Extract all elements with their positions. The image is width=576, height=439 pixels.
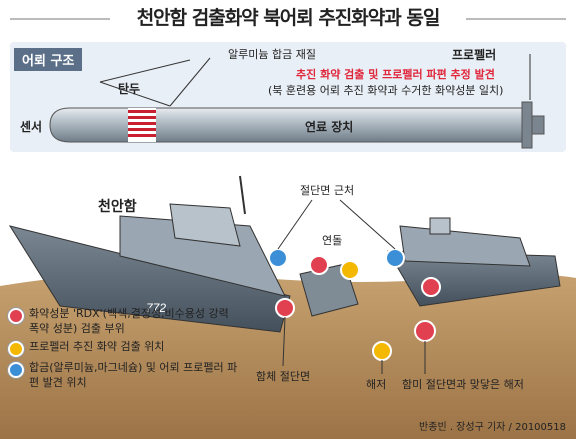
- finding-note: (북 훈련용 어뢰 추진 화약과 수거한 화약성분 일치): [268, 84, 504, 97]
- hull-number: 772: [146, 301, 166, 315]
- legend: 화약성분 'RDX'(백색,결정성,비수용성 강력폭약 성분) 검출 부위 프로…: [8, 306, 238, 393]
- legend-item-red: 화약성분 'RDX'(백색,결정성,비수용성 강력폭약 성분) 검출 부위: [8, 306, 238, 336]
- stern-seabed-label: 함미 절단면과 맞닿은 해저: [402, 378, 524, 391]
- credit: 반종빈 . 장성구 기자 / 20100518: [419, 422, 566, 433]
- legend-text: 화약성분 'RDX'(백색,결정성,비수용성 강력폭약 성분) 검출 부위: [29, 307, 229, 335]
- legend-item-yellow: 프로펠러 추진 화약 검출 위치: [8, 339, 238, 357]
- red-dot-icon: [8, 308, 24, 324]
- cut-near-label: 절단면 근처: [300, 184, 355, 197]
- hull-cut-label: 함체 절단면: [256, 370, 311, 383]
- ship-name-label: 천안함: [98, 199, 137, 215]
- funnel-label: 연돌: [322, 234, 343, 247]
- torpedo-section-label: 어뢰 구조: [14, 48, 83, 71]
- seabed-label: 해저: [366, 378, 387, 391]
- finding-label: 추진 화약 검출 및 프로펠러 파편 추정 발견: [296, 68, 495, 81]
- ship-scene: 772: [0, 175, 576, 439]
- legend-text: 프로펠러 추진 화약 검출 위치: [29, 340, 165, 353]
- legend-text: 합금(알루미늄,마그네슘) 및 어뢰 프로펠러 파편 발견 위치: [29, 361, 238, 389]
- legend-item-blue: 합금(알루미늄,마그네슘) 및 어뢰 프로펠러 파편 발견 위치: [8, 360, 238, 390]
- page-title: 천안함 검출화약 북어뢰 추진화약과 동일: [136, 7, 441, 29]
- blue-dot-icon: [8, 362, 24, 378]
- propeller-label: 프로펠러: [452, 48, 497, 62]
- material-label: 알루미늄 합금 재질: [228, 48, 316, 61]
- title-rule-left: [10, 18, 110, 20]
- torpedo-diagram: [49, 54, 545, 149]
- yellow-dot-icon: [8, 341, 24, 357]
- title-rule-right: [466, 18, 566, 20]
- fuel-label: 연료 장치: [305, 120, 354, 134]
- sensor-label: 센서: [20, 120, 43, 134]
- warhead-label: 탄두: [118, 82, 141, 96]
